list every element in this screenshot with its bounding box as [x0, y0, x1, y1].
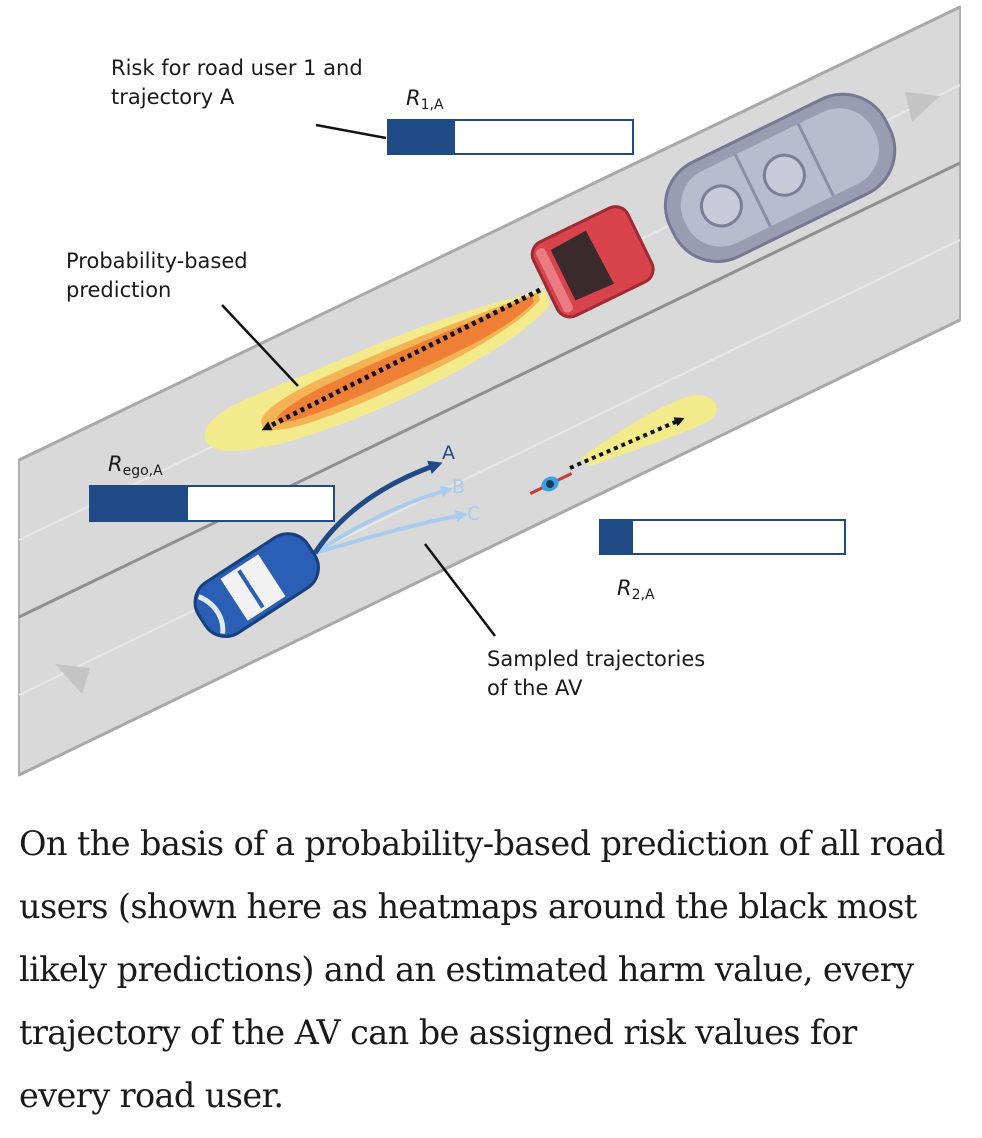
- direction-arrow-bottom: [55, 664, 90, 694]
- risk-bar-r1a-fill: [389, 121, 455, 153]
- ego-vehicle: [193, 532, 320, 638]
- trajectory-c-path: [314, 510, 468, 555]
- label-probability-prediction: Probability-based prediction: [66, 249, 248, 302]
- diagram: A B C Risk for road user 1 and trajector…: [18, 5, 961, 777]
- road-edge-bottom: [18, 318, 961, 777]
- trajectory-a-path: [312, 460, 443, 555]
- risk-bar-rego: [89, 485, 335, 522]
- risk-bar-r2a: [599, 519, 846, 555]
- risk-bar-r1a: [387, 119, 634, 155]
- label-sampled-trajectories: Sampled trajectories of the AV: [487, 647, 706, 700]
- road-edge-top: [18, 5, 961, 462]
- risk-bar-r2a-fill: [601, 521, 633, 553]
- label-risk-user1: Risk for road user 1 and trajectory A: [111, 56, 363, 109]
- trajectory-b-path: [313, 485, 453, 555]
- leader-sampled: [424, 543, 496, 637]
- tanker-truck: [663, 92, 897, 263]
- leader-risk-user1: [315, 123, 387, 140]
- road-scene: A B C: [18, 5, 961, 777]
- risk-label-r2a: R2,A: [617, 576, 655, 603]
- figure-caption: On the basis of a probability-based pred…: [19, 824, 946, 1115]
- trajectory-a-label: A: [442, 442, 455, 464]
- leader-probability: [221, 304, 299, 387]
- truck-cab: [530, 205, 655, 319]
- trajectory-c-label: C: [467, 503, 480, 525]
- lane-line-bottom: [18, 239, 961, 696]
- truck-prediction-line: [261, 287, 542, 431]
- lane-divider: [18, 161, 961, 619]
- risk-label-r1a: R1,A: [406, 86, 444, 113]
- risk-label-rego: Rego,A: [108, 452, 163, 479]
- risk-bar-rego-fill: [91, 487, 188, 520]
- cyclist: [529, 472, 573, 495]
- trajectory-b-label: B: [452, 476, 465, 498]
- direction-arrow-top: [905, 92, 940, 122]
